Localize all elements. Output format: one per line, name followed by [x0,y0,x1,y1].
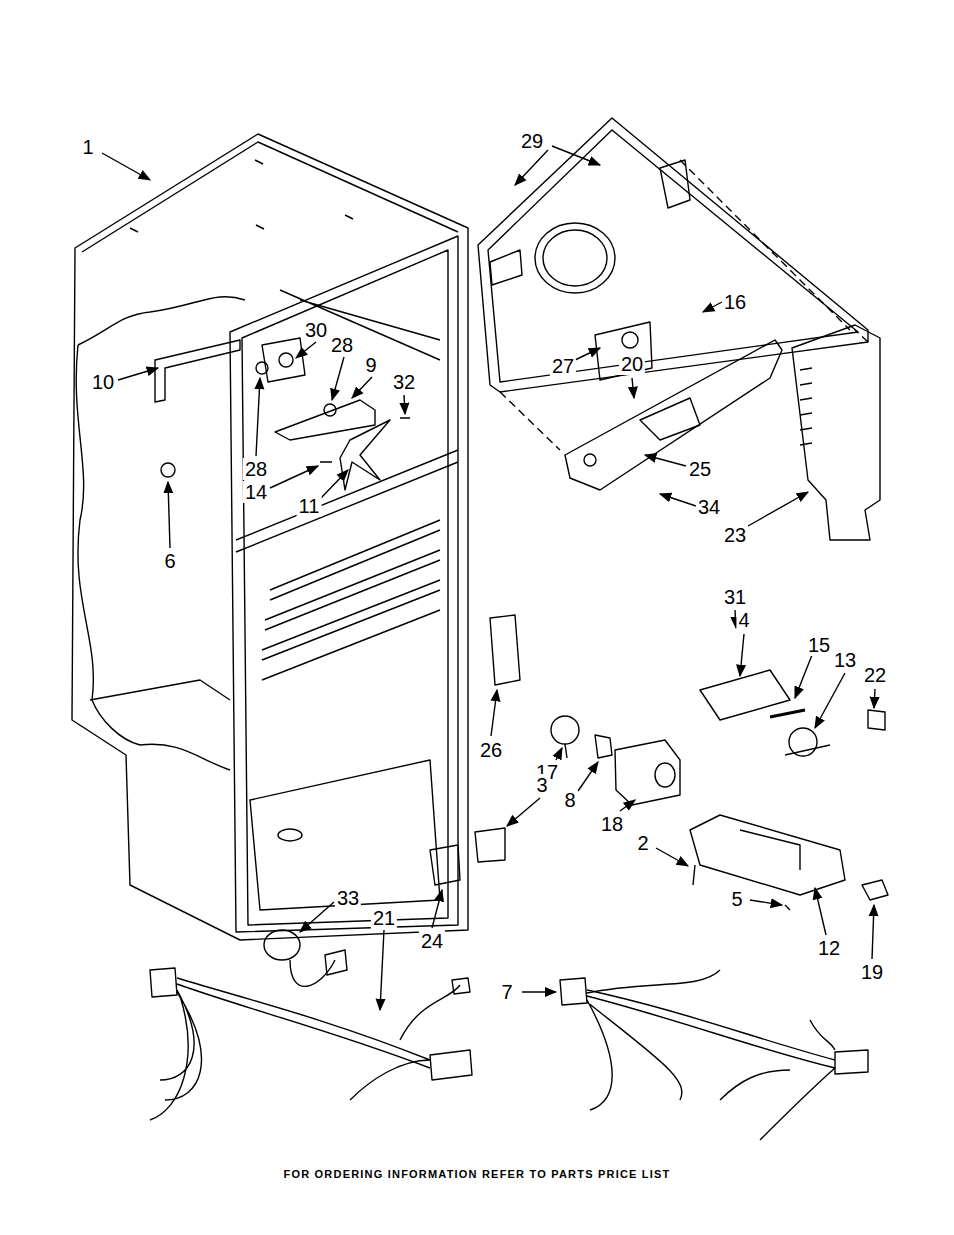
wire-harnesses [150,930,868,1140]
callout-number: 27 [550,355,576,377]
callout-number: 22 [862,664,888,686]
callout-number: 32 [391,371,417,393]
control-parts [430,615,888,910]
callout-number: 18 [599,813,625,835]
callout-number: 1 [80,136,95,158]
callout-number: 6 [162,550,177,572]
callout-number: 8 [562,789,577,811]
callout-number: 16 [722,291,748,313]
callout-number: 34 [696,496,722,518]
callout-number: 26 [478,739,504,761]
cabinet-parts [155,338,410,490]
callout-number: 5 [729,888,744,910]
callout-number: 4 [736,609,751,631]
leader-lines [102,146,875,1010]
callout-number: 11 [297,495,322,517]
callout-number: 7 [499,981,514,1003]
callout-number: 12 [816,937,842,959]
evaporator-panels [478,118,880,540]
callout-number: 3 [534,774,549,796]
callout-number: 13 [832,649,858,671]
callout-number: 10 [90,371,116,393]
callout-number: 30 [303,319,329,341]
callout-number: 29 [519,130,545,152]
callout-number: 24 [419,930,445,952]
callout-number: 28 [329,334,355,356]
callout-number: 28 [243,458,269,480]
callout-number: 25 [687,458,713,480]
callout-number: 9 [363,354,378,376]
liner-cabinet [72,134,468,940]
ordering-note: FOR ORDERING INFORMATION REFER TO PARTS … [282,1168,673,1181]
callout-number: 31 [722,586,748,608]
callout-number: 14 [243,481,269,503]
callout-number: 20 [619,353,645,375]
callout-number: 23 [722,524,748,546]
callout-number: 2 [635,832,650,854]
callout-number: 19 [859,961,885,983]
callout-number: 33 [335,887,361,909]
callout-number: 15 [806,634,832,656]
callout-number: 21 [371,907,397,929]
